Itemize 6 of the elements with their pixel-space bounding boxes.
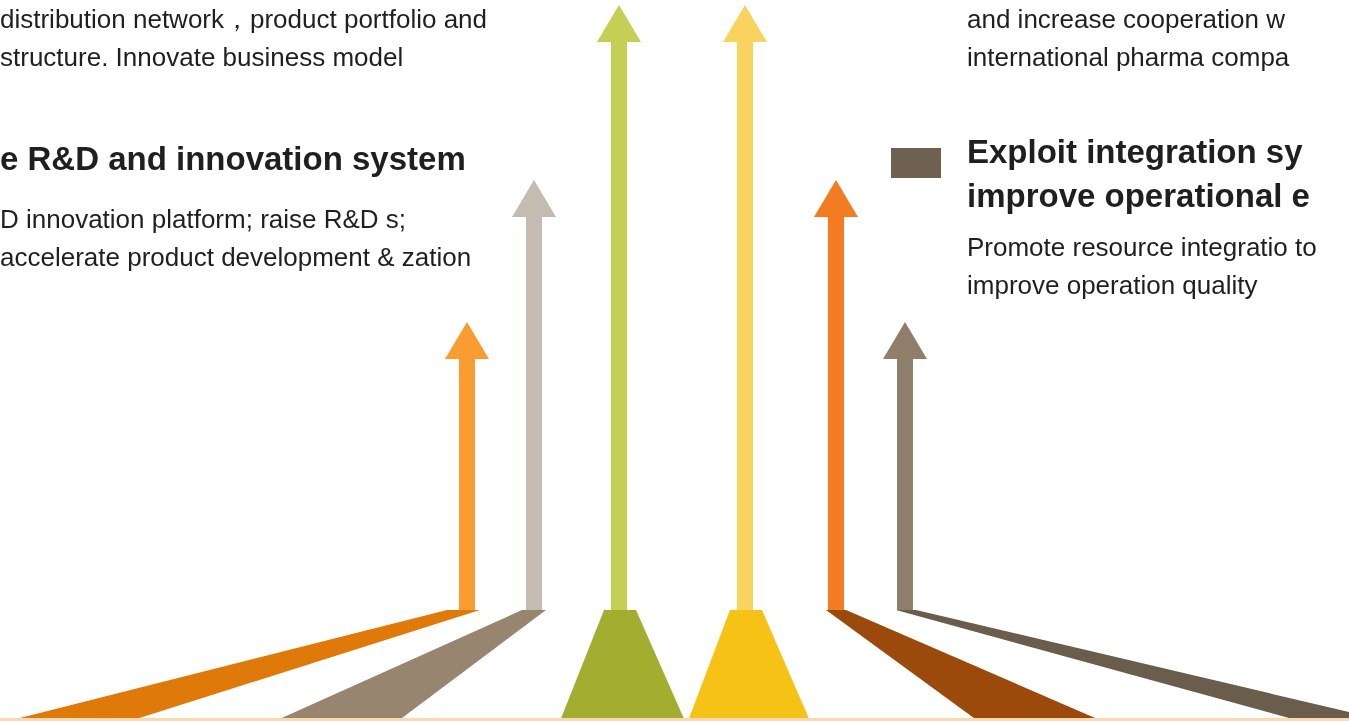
body-text: distribution network，product portfolio and structure. Innovate business model (0, 3, 489, 74)
body-text: D innovation platform; raise R&D s; accelerate product development & zation (0, 203, 473, 274)
body-text: and increase cooperation w international pharma compa (967, 3, 1291, 74)
heading: e R&D and innovation system (0, 139, 467, 179)
body-text: Promote resource integratio to improve operation quality (967, 231, 1318, 302)
heading: Exploit integration sy improve operational e (967, 132, 1311, 216)
